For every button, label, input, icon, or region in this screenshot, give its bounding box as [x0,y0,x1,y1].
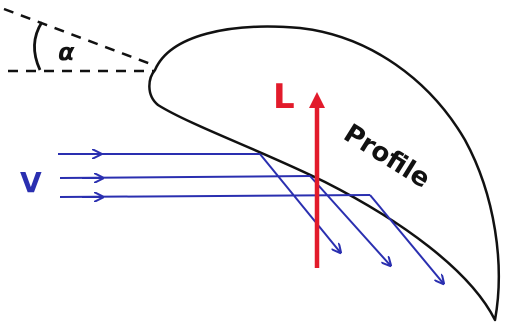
lift-label: L [273,77,295,117]
flow-line-bottom [59,194,371,198]
angle-arc [33,21,44,71]
chord-extension-line [3,7,157,68]
deflected-line-3 [369,194,443,283]
deflected-line-2 [309,175,390,265]
angle-of-attack-indicator: α [3,7,157,73]
deflected-flow [259,153,443,283]
velocity-label: V [20,166,42,199]
angle-label: α [58,38,75,66]
lift-vector: L [273,77,325,268]
airfoil-profile [148,25,500,322]
deflected-line-1 [259,153,340,252]
